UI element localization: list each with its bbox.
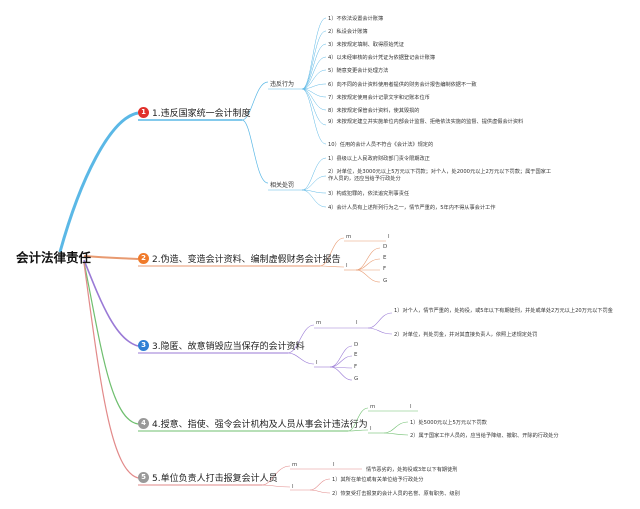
number-badge: 2	[138, 253, 149, 264]
branch-label: 1.违反国家统一会计制度	[152, 109, 251, 119]
b2-node-m-child[interactable]: l	[388, 234, 390, 240]
b2-leaf[interactable]: D	[383, 244, 388, 250]
b3-node-m-child[interactable]: l	[356, 320, 358, 326]
b3-node-m[interactable]: m	[316, 320, 322, 326]
branch-label: 4.授意、指使、强令会计机构及人员从事会计违法行为	[152, 420, 368, 430]
b2-leaf[interactable]: E	[383, 255, 387, 261]
branch-label: 3.隐匿、故意销毁应当保存的会计资料	[152, 342, 305, 352]
connector-root-b2	[83, 255, 139, 260]
b4-node-l[interactable]: l	[370, 426, 372, 432]
branch-4[interactable]: 4 4.授意、指使、强令会计机构及人员从事会计违法行为	[138, 417, 368, 430]
branch-label: 5.单位负责人打击报复会计人员	[152, 474, 278, 484]
b4-node-m-child[interactable]: l	[410, 404, 412, 410]
number-badge: 1	[138, 107, 149, 118]
b5-node-m[interactable]: m	[292, 462, 298, 468]
branch-label: 2.伪造、变造会计资料、编制虚假财务会计报告	[152, 255, 341, 265]
b1-penalty-item[interactable]: 4）会计人员有上述所列行为之一，情节严重的，5年内不得从事会计工作	[328, 205, 496, 211]
b1-violation-item[interactable]: 1）不依法设置会计账簿	[328, 16, 384, 22]
b1-violation-item[interactable]: 5）随意变更会计处理方法	[328, 68, 389, 74]
b5-l-item[interactable]: 1）其所在单位或有关单位给予行政处分	[332, 477, 424, 483]
b3-leaf[interactable]: F	[354, 364, 358, 370]
number-badge: 4	[138, 418, 149, 429]
branch-2[interactable]: 2 2.伪造、变造会计资料、编制虚假财务会计报告	[138, 252, 341, 265]
b2-node-m[interactable]: m	[346, 234, 352, 240]
branch-1[interactable]: 1 1.违反国家统一会计制度	[138, 106, 251, 119]
number-badge: 5	[138, 472, 149, 483]
b1-penalty-item[interactable]: 3）构成犯罪的，依法追究刑事责任	[328, 191, 410, 197]
b5-node-l[interactable]: l	[292, 484, 294, 490]
b1-penalty-item[interactable]: 1）县级以上人民政府财政部门责令限期改正	[328, 156, 430, 162]
b4-l-item[interactable]: 2）属于国家工作人员的，应当给予降级、撤职、开除的行政处分	[410, 433, 559, 439]
b5-l-item[interactable]: 2）恢复受打击报复的会计人员的名誉、原有职务、级别	[332, 491, 460, 497]
root-topic[interactable]: 会计法律责任	[16, 250, 92, 265]
b2-leaf[interactable]: G	[383, 278, 388, 284]
b4-l-item[interactable]: 1）处5000元以上5万元以下罚款	[410, 420, 487, 426]
b1-violation-item[interactable]: 4）以未经审核的会计凭证为依据登记会计账簿	[328, 55, 436, 61]
connector-root-b3	[83, 259, 139, 347]
b2-leaf[interactable]: F	[383, 266, 387, 272]
b3-m-item[interactable]: 2）对单位，判处罚金，并对其直接负责人，依照上述规定处罚	[394, 332, 538, 338]
b1-violation-item[interactable]: 6）向不同的会计资料使用者提供的财务会计报告编制依据不一致	[328, 82, 477, 88]
b1-violation-item[interactable]: 3）未按规定填制、取得原始凭证	[328, 42, 404, 48]
b1-group-violations[interactable]: 违反行为	[270, 81, 295, 88]
connector-root-b5	[83, 262, 139, 479]
b4-node-m[interactable]: m	[370, 404, 376, 410]
connector-root-b4	[83, 261, 139, 425]
b1-violation-item[interactable]: 8）未按规定保管会计资料，使其毁损的	[328, 108, 420, 114]
branch-5[interactable]: 5 5.单位负责人打击报复会计人员	[138, 471, 278, 484]
b5-m-text[interactable]: 情节恶劣的，处拘役或3年以下有期徒刑	[366, 467, 458, 473]
b3-leaf[interactable]: D	[354, 342, 359, 348]
b3-leaf[interactable]: G	[354, 376, 359, 382]
b3-node-l[interactable]: l	[316, 360, 318, 366]
b1-group-penalties[interactable]: 相关处罚	[270, 182, 295, 189]
b2-node-l[interactable]: l	[346, 263, 348, 269]
number-badge: 3	[138, 340, 149, 351]
b3-leaf[interactable]: E	[354, 352, 358, 358]
b5-node-m-child[interactable]: l	[333, 462, 335, 468]
b1-violation-item[interactable]: 2）私设会计账簿	[328, 29, 368, 35]
b1-violation-item[interactable]: 9）未按规定建立并实施单位内部会计监督、拒绝依法实施的监督、提供虚假会计资料	[328, 119, 524, 125]
connector-root-b1	[58, 111, 139, 253]
b3-m-item[interactable]: 1）对个人，情节严重的，处拘役，或5年以下有期徒刑，并处或单处2万元以上20万元…	[394, 308, 613, 314]
branch-3[interactable]: 3 3.隐匿、故意销毁应当保存的会计资料	[138, 339, 305, 352]
b1-violation-item[interactable]: 10）任用的会计人员不符合《会计法》规定的	[328, 142, 434, 148]
b1-penalty-item[interactable]: 2）对单位，处3000元以上5万元以下罚款；对个人，处2000元以上2万元以下罚…	[328, 169, 552, 182]
b1-violation-item[interactable]: 7）未按规定使用会计记录文字和记账本位币	[328, 95, 430, 101]
